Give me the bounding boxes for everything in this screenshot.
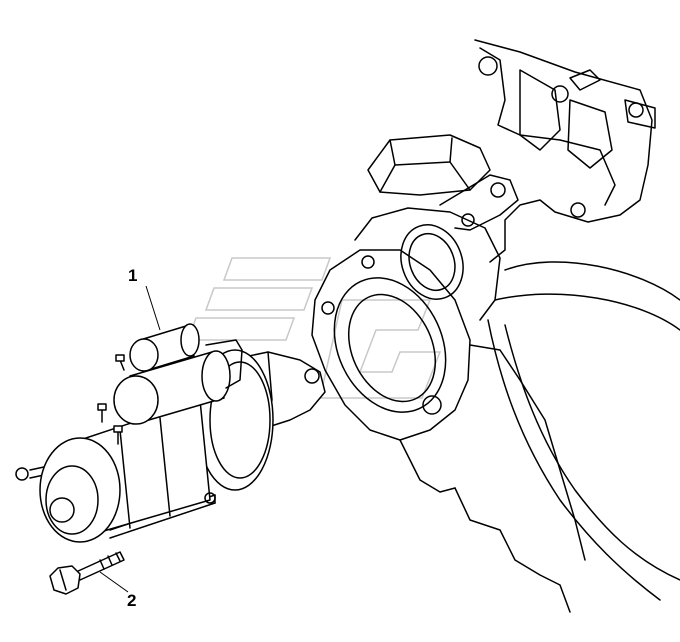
starter-motor: [15, 323, 326, 543]
mounting-bolt: [49, 551, 125, 595]
callout-label-1: 1: [128, 266, 138, 285]
leader-line-2: [99, 571, 129, 593]
callout-label-2: 2: [127, 591, 137, 610]
engine-block: [311, 39, 680, 613]
leader-line-1: [145, 285, 161, 331]
